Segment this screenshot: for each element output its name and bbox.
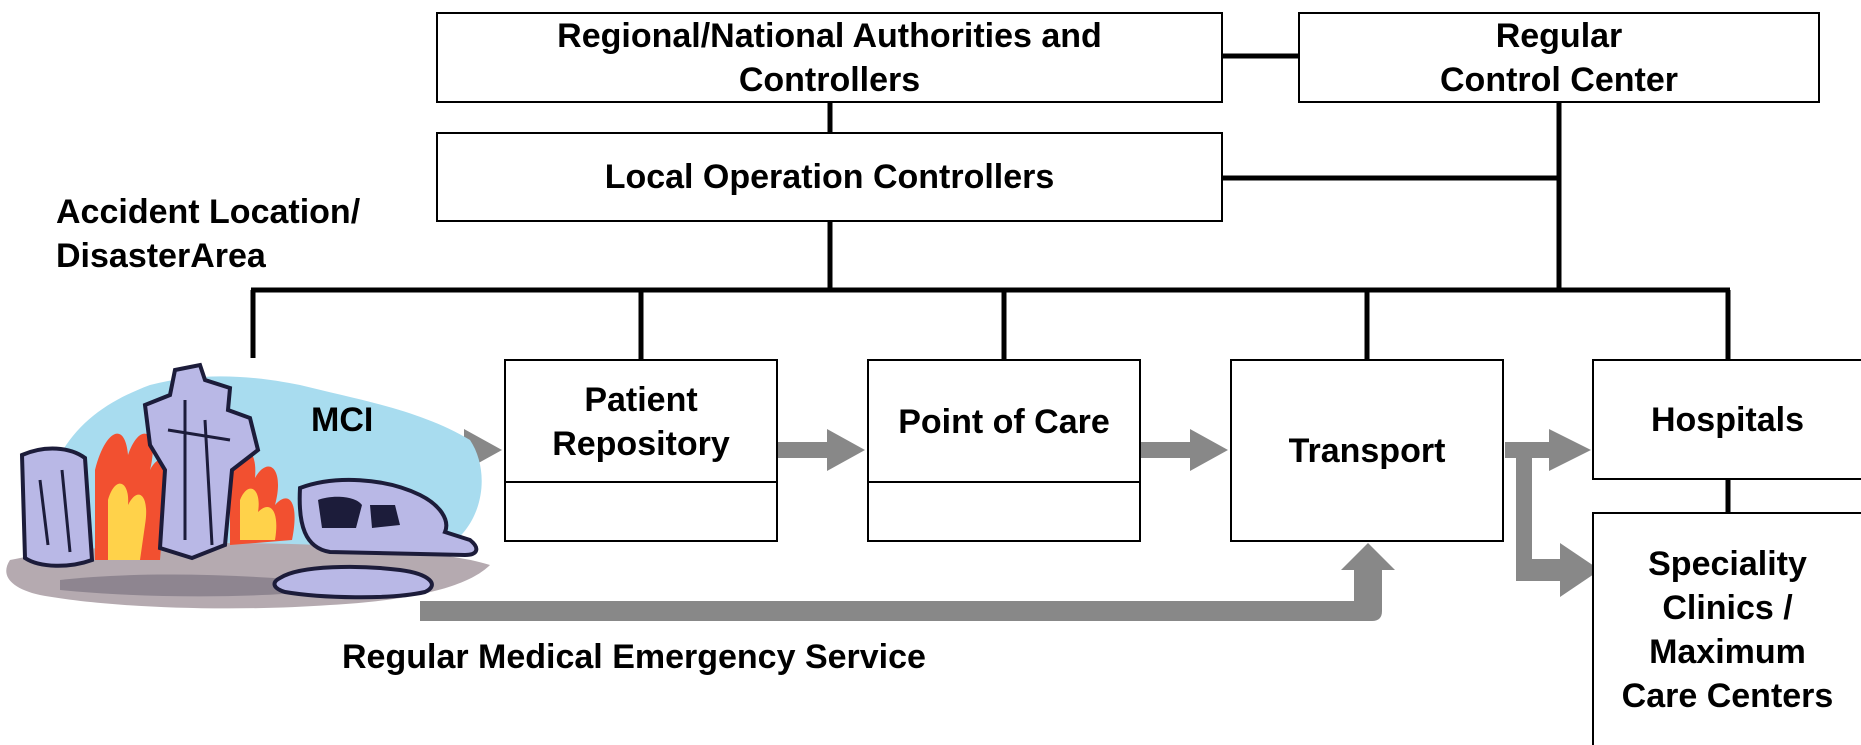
local-operation-controllers-box: Local Operation Controllers (436, 132, 1223, 222)
fire-left-core (108, 483, 147, 560)
patient-repository-box: Patient Repository (504, 359, 778, 542)
regular-control-center-box: Regular Control Center (1298, 12, 1820, 103)
regional-national-authorities-box: Regional/National Authorities and Contro… (436, 12, 1223, 103)
flow-arrows (414, 429, 1600, 621)
speciality-clinics-box: Speciality Clinics / Maximum Care Center… (1592, 512, 1861, 745)
hospitals-box: Hospitals (1592, 359, 1861, 480)
ruined-tower-cracks (167, 400, 231, 546)
fire-middle-core (240, 488, 277, 540)
arrow-emergency-service-to-transport (420, 543, 1395, 621)
disaster-area-illustration (6, 362, 490, 609)
triage-divider (869, 481, 1139, 483)
debris-slab (272, 564, 434, 600)
arrow-transport-to-clinics (1516, 446, 1600, 597)
ruined-pillar-left (19, 446, 95, 568)
arrow-repository-to-care (777, 429, 865, 471)
arrow-transport-to-hospitals (1505, 429, 1591, 471)
transport-box: Transport (1230, 359, 1504, 542)
patient-repository-label: Patient Repository (552, 380, 730, 463)
wrecked-car-windows (318, 496, 400, 528)
accident-location-label: Accident Location/ DisasterArea (56, 193, 361, 275)
connector-lines (250, 53, 1731, 512)
triage-divider (506, 481, 776, 483)
regular-medical-emergency-service-label: Regular Medical Emergency Service (342, 638, 926, 676)
point-of-care-box: Point of Care (867, 359, 1141, 542)
mci-label: MCI (311, 401, 374, 439)
ruined-tower (142, 362, 261, 561)
point-of-care-label: Point of Care (898, 402, 1110, 441)
ruined-pillar-left-cracks (38, 469, 72, 553)
arrow-care-to-transport (1140, 429, 1228, 471)
